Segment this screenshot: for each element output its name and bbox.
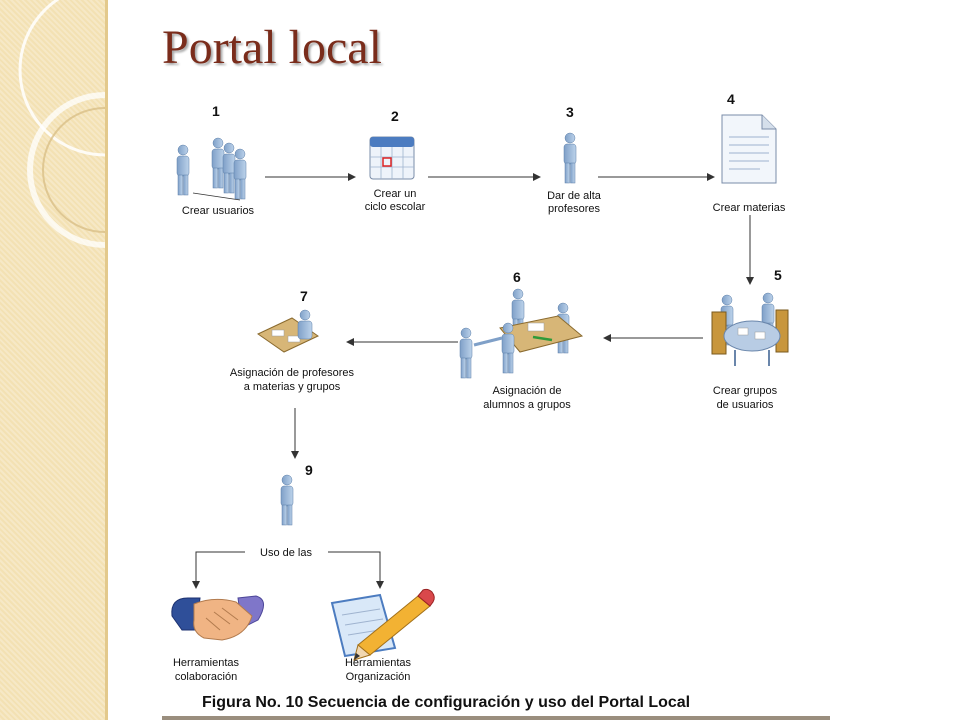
slide-title: Portal local bbox=[162, 21, 382, 74]
step-label-line2: profesores bbox=[548, 203, 600, 215]
decorative-sidebar bbox=[0, 0, 192, 720]
arrow-9-tool-a bbox=[192, 551, 245, 589]
step-9: 9 Uso de las bbox=[260, 462, 313, 559]
step-label-line1: Dar de alta bbox=[547, 190, 602, 202]
tool-label-line2: colaboración bbox=[175, 671, 237, 683]
step-label-line1: Asignación de bbox=[492, 385, 561, 397]
step-label: Crear usuarios bbox=[182, 205, 255, 217]
step-4: 4 Crear materias bbox=[713, 91, 786, 214]
step-number: 1 bbox=[212, 103, 220, 119]
step-label-line2: a materias y grupos bbox=[244, 381, 341, 393]
step-2: 2 Crear un ciclo escolar bbox=[365, 108, 426, 213]
edit-document-icon bbox=[330, 588, 435, 661]
step-label-line2: ciclo escolar bbox=[365, 201, 426, 213]
step-6: 6 Asignación de alumnos a grupos bbox=[459, 269, 584, 411]
step-label: Uso de las bbox=[260, 547, 312, 559]
meeting-table-icon bbox=[711, 292, 789, 366]
step-label: Crear materias bbox=[713, 202, 786, 214]
step-label-line1: Crear un bbox=[374, 188, 417, 200]
caption-divider bbox=[162, 716, 830, 720]
step-number: 3 bbox=[566, 104, 574, 120]
tool-organization: Herramientas Organización bbox=[330, 588, 435, 683]
figure-caption: Figura No. 10 Secuencia de configuración… bbox=[162, 692, 830, 720]
step-number: 9 bbox=[305, 462, 313, 478]
connectors bbox=[192, 173, 754, 589]
step-label-line2: alumnos a grupos bbox=[483, 399, 571, 411]
step-1: 1 Crear usuarios bbox=[176, 103, 255, 217]
sidebar-edge bbox=[105, 0, 108, 720]
step-number: 2 bbox=[391, 108, 399, 124]
step-number: 6 bbox=[513, 269, 521, 285]
step-7: 7 Asignación de profesores a materias y … bbox=[230, 288, 355, 393]
step-number: 4 bbox=[727, 91, 735, 107]
tool-label-line1: Herramientas bbox=[173, 657, 240, 669]
calendar-icon bbox=[369, 136, 415, 180]
person-icon bbox=[280, 474, 294, 526]
document-icon bbox=[721, 114, 777, 184]
step-label-line1: Asignación de profesores bbox=[230, 367, 355, 379]
arrow-9-tool-b bbox=[328, 551, 384, 589]
caption-text: Figura No. 10 Secuencia de configuración… bbox=[202, 694, 691, 711]
step-5: 5 Crear grupos de usuarios bbox=[711, 267, 789, 411]
tool-label-line2: Organización bbox=[346, 671, 411, 683]
step-label-line1: Crear grupos bbox=[713, 385, 778, 397]
handshake-icon bbox=[171, 595, 264, 641]
step-number: 7 bbox=[300, 288, 308, 304]
tool-label-line1: Herramientas bbox=[345, 657, 412, 669]
step-number: 5 bbox=[774, 267, 782, 283]
person-at-desk-icon bbox=[257, 309, 319, 353]
step-3: 3 Dar de alta profesores bbox=[547, 104, 602, 215]
person-icon bbox=[563, 132, 577, 184]
people-at-table-icon bbox=[459, 288, 584, 379]
people-group-icon bbox=[176, 137, 247, 201]
step-label-line2: de usuarios bbox=[717, 399, 774, 411]
tool-collaboration: Herramientas colaboración bbox=[171, 595, 264, 683]
